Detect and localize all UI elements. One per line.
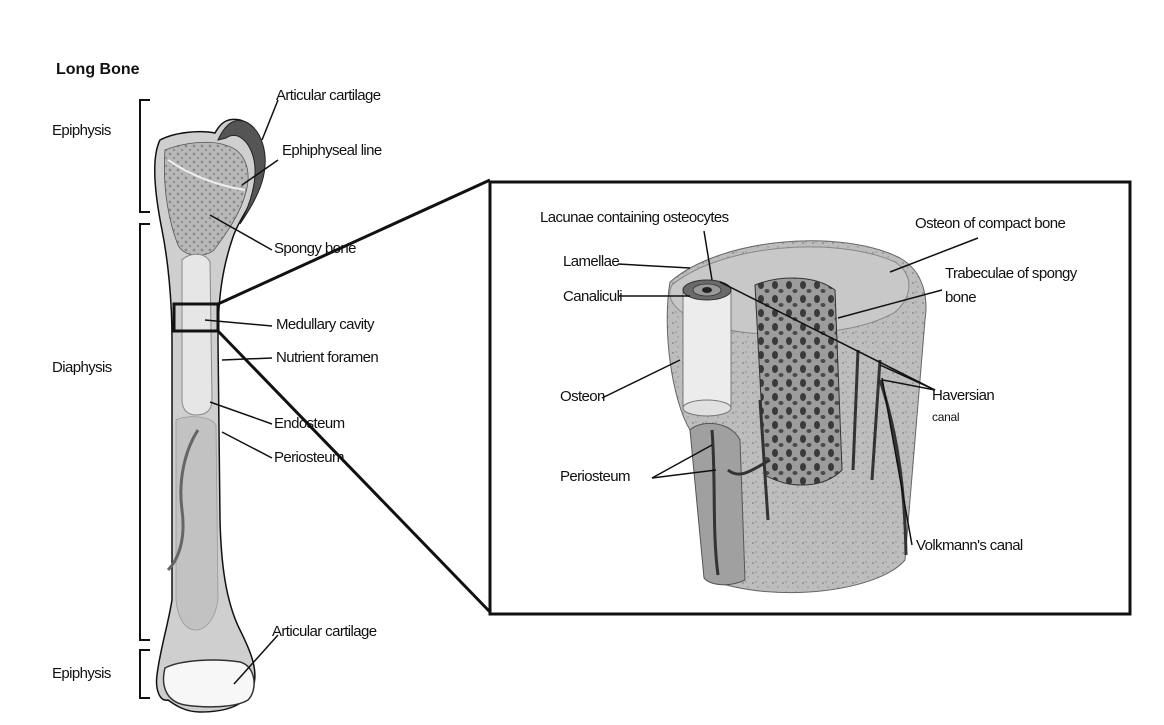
label-osteon: Osteon xyxy=(560,389,605,404)
spongy-bone-region xyxy=(164,142,248,255)
label-nutrient-foramen: Nutrient foramen xyxy=(276,350,378,365)
label-haversian-1: Haversian xyxy=(932,388,994,403)
label-spongy-bone: Spongy bone xyxy=(274,241,356,256)
region-brackets xyxy=(140,100,150,698)
label-epiphysis-bottom: Epiphysis xyxy=(52,666,111,681)
label-lamellae: Lamellae xyxy=(563,254,619,269)
label-endosteum: Endosteum xyxy=(274,416,344,431)
label-canaliculi: Canaliculi xyxy=(563,289,622,304)
label-haversian-2: canal xyxy=(932,411,959,423)
label-medullary-cavity: Medullary cavity xyxy=(276,317,374,332)
label-detail-periosteum: Periosteum xyxy=(560,469,630,484)
label-periosteum: Periosteum xyxy=(274,450,344,465)
label-volkmann: Volkmann's canal xyxy=(916,538,1023,553)
label-articular-cartilage-top: Articular cartilage xyxy=(276,88,380,103)
medullary-cavity xyxy=(182,254,212,415)
diagram-title: Long Bone xyxy=(56,62,140,78)
label-epiphysis-top: Epiphysis xyxy=(52,123,111,138)
label-osteon-compact: Osteon of compact bone xyxy=(915,216,1065,231)
osteon-cylinder xyxy=(683,280,731,416)
bracket-epiphysis-bottom xyxy=(140,650,150,698)
label-trabeculae-1: Trabeculae of spongy xyxy=(945,266,1077,281)
label-articular-cartilage-bottom: Articular cartilage xyxy=(272,624,376,639)
label-epiphyseal-line: Ephiphyseal line xyxy=(282,143,382,158)
label-diaphysis: Diaphysis xyxy=(52,360,112,375)
articular-cartilage-bottom xyxy=(164,660,255,707)
bracket-epiphysis-top xyxy=(140,100,150,212)
trabeculae-region xyxy=(755,278,842,485)
label-lacunae: Lacunae containing osteocytes xyxy=(540,210,729,225)
bone-section-detail xyxy=(667,241,926,593)
label-trabeculae-2: bone xyxy=(945,290,976,305)
bracket-diaphysis xyxy=(140,224,150,640)
